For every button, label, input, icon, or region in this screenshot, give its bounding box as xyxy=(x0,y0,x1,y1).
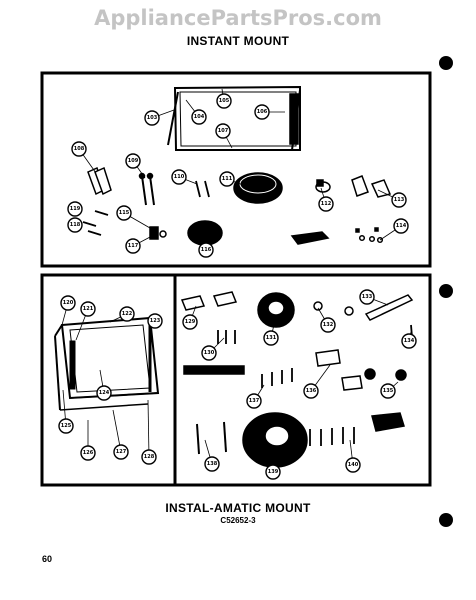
callout-circle-117 xyxy=(125,238,141,254)
callout-label-130: 130 xyxy=(204,350,215,356)
callout-label-123: 123 xyxy=(150,318,161,324)
callout-circle-113 xyxy=(391,192,407,208)
instant-mount-frame xyxy=(40,71,432,268)
callout-label-140: 140 xyxy=(348,462,359,468)
callout-label-128: 128 xyxy=(144,454,155,460)
callout-circle-122 xyxy=(119,306,135,322)
callout-circle-140 xyxy=(345,457,361,473)
callout-circle-132 xyxy=(320,317,336,333)
callout-label-103: 103 xyxy=(147,115,158,121)
callout-circle-104 xyxy=(191,109,207,125)
callout-label-136: 136 xyxy=(306,388,317,394)
page-number: 60 xyxy=(42,554,53,564)
callout-label-131: 131 xyxy=(266,335,277,341)
callout-circle-138 xyxy=(204,456,220,472)
callout-label-125: 125 xyxy=(61,423,72,429)
callout-label-111: 111 xyxy=(222,176,233,182)
callout-label-139: 139 xyxy=(268,469,279,475)
callout-circle-139 xyxy=(265,464,281,480)
callout-circle-134 xyxy=(401,333,417,349)
callout-label-122: 122 xyxy=(122,311,133,317)
binder-hole-bottom xyxy=(439,513,453,527)
callout-label-124: 124 xyxy=(99,390,110,396)
callout-circle-108 xyxy=(71,141,87,157)
instant-mount-title: INSTANT MOUNT xyxy=(186,34,290,48)
watermark: AppliancePartsPros.com xyxy=(94,6,382,30)
callout-label-106: 106 xyxy=(257,109,268,115)
instant-mount-parts xyxy=(82,85,392,246)
callout-circle-137 xyxy=(246,393,262,409)
callout-label-121: 121 xyxy=(83,306,94,312)
callout-label-112: 112 xyxy=(321,201,332,207)
callout-label-118: 118 xyxy=(70,222,81,228)
callout-circle-111 xyxy=(219,171,235,187)
callout-circle-123 xyxy=(147,313,163,329)
callout-label-119: 119 xyxy=(70,206,81,212)
callout-label-105: 105 xyxy=(219,98,230,104)
callout-label-109: 109 xyxy=(128,158,139,164)
callout-label-138: 138 xyxy=(207,461,218,467)
callout-circle-106 xyxy=(254,104,270,120)
callout-circle-103 xyxy=(144,110,160,126)
callout-circle-118 xyxy=(67,217,83,233)
callout-circle-135 xyxy=(380,383,396,399)
instal-amatic-title: INSTAL-AMATIC MOUNT xyxy=(165,501,311,515)
callout-circle-129 xyxy=(182,314,198,330)
callout-circle-115 xyxy=(116,205,132,221)
callout-label-104: 104 xyxy=(194,114,205,120)
callout-circle-128 xyxy=(141,449,157,465)
callout-labels: 103 104 105 106 107 108 109 110 111 112 113 114 115 1… xyxy=(58,88,417,480)
instal-amatic-hardware-parts xyxy=(180,291,414,468)
instal-amatic-frame-parts xyxy=(54,316,160,411)
callout-circle-110 xyxy=(171,169,187,185)
callout-label-113: 113 xyxy=(394,197,405,203)
callout-label-129: 129 xyxy=(185,319,196,325)
callout-circle-109 xyxy=(125,153,141,169)
callout-circle-133 xyxy=(359,289,375,305)
callout-circle-126 xyxy=(80,445,96,461)
callout-circle-131 xyxy=(263,330,279,346)
callout-label-133: 133 xyxy=(362,294,373,300)
callout-circle-130 xyxy=(201,345,217,361)
callout-label-117: 117 xyxy=(128,243,139,249)
instal-amatic-frame xyxy=(40,273,432,487)
callout-circle-120 xyxy=(60,295,76,311)
callout-circle-114 xyxy=(393,218,409,234)
callout-circle-127 xyxy=(113,444,129,460)
callout-label-115: 115 xyxy=(119,210,130,216)
binder-hole-middle xyxy=(439,284,453,298)
callout-label-134: 134 xyxy=(404,338,415,344)
callout-label-107: 107 xyxy=(218,128,229,134)
callout-leader-128 xyxy=(147,399,150,458)
callout-circle-124 xyxy=(96,385,112,401)
callout-label-127: 127 xyxy=(116,449,127,455)
callout-circle-125 xyxy=(58,418,74,434)
callout-label-135: 135 xyxy=(383,388,394,394)
callout-label-137: 137 xyxy=(249,398,260,404)
callout-label-116: 116 xyxy=(201,247,212,253)
callout-circle-112 xyxy=(318,196,334,212)
callout-label-114: 114 xyxy=(396,223,407,229)
binder-hole-top xyxy=(439,56,453,70)
callout-label-120: 120 xyxy=(63,300,74,306)
callout-label-108: 108 xyxy=(74,146,85,152)
callout-circle-116 xyxy=(198,242,214,258)
callout-circle-136 xyxy=(303,383,319,399)
callout-circle-119 xyxy=(67,201,83,217)
callout-circle-121 xyxy=(80,301,96,317)
callout-circle-105 xyxy=(216,93,232,109)
callout-label-126: 126 xyxy=(83,450,94,456)
model-code: C52652-3 xyxy=(220,516,256,525)
callout-label-110: 110 xyxy=(174,174,185,180)
callout-label-132: 132 xyxy=(323,322,334,328)
callout-circle-107 xyxy=(215,123,231,139)
